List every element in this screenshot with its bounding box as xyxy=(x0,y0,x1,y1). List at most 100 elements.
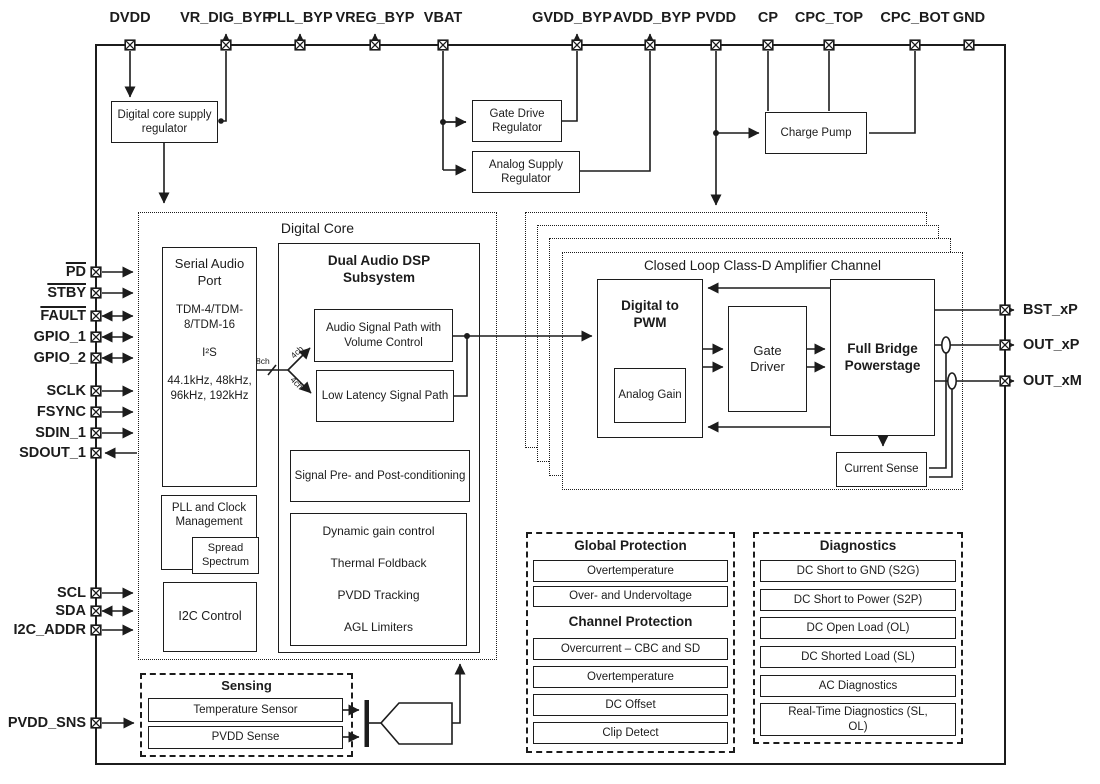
pin-label-cp: CP xyxy=(757,10,779,26)
diagnostics-row-realtime: Real-Time Diagnostics (SL, OL) xyxy=(760,703,956,736)
temperature-sensor-block: Temperature Sensor xyxy=(148,698,343,722)
sensing-title: Sensing xyxy=(221,678,272,693)
diagnostics-title: Diagnostics xyxy=(819,538,897,553)
pin-label-scl: SCL xyxy=(57,585,86,601)
diagnostics-row-label: AC Diagnostics xyxy=(818,679,898,692)
pin-label-gpio-1: GPIO_1 xyxy=(33,329,86,345)
dsp-feature-pvdd-tracking: PVDD Tracking xyxy=(337,588,420,603)
pin-label-i2c-addr: I2C_ADDR xyxy=(13,622,86,638)
protection-row-overtemperature-channel: Overtemperature xyxy=(533,666,728,688)
pin-label-vr-dig-byp: VR_DIG_BYP xyxy=(180,10,272,26)
pin-label-vreg-byp: VREG_BYP xyxy=(335,10,415,26)
serial-audio-port-formats: TDM-4/TDM-8/TDM-16 xyxy=(175,303,244,331)
bus-label-8ch: 8ch xyxy=(256,356,270,366)
current-sense-block: Current Sense xyxy=(836,452,927,487)
pin-label-dvdd: DVDD xyxy=(109,10,151,26)
digital-core-title: Digital Core xyxy=(280,220,355,236)
full-bridge-label: Full Bridge Powerstage xyxy=(844,340,921,373)
pin-label-pvdd: PVDD xyxy=(695,10,737,26)
adc-label: 8-bit ADC xyxy=(396,704,452,743)
diagnostics-row-label: DC Shorted Load (SL) xyxy=(801,650,915,663)
protection-row-over-undervoltage: Over- and Undervoltage xyxy=(533,586,728,607)
digital-to-pwm-label: Digital to PWM xyxy=(621,298,679,330)
dsp-feature-dynamic-gain: Dynamic gain control xyxy=(322,523,435,538)
digital-core-supply-regulator-block: Digital core supply regulator xyxy=(111,101,218,143)
signal-conditioning-block: Signal Pre- and Post-conditioning xyxy=(290,450,470,502)
pvdd-sense-block: PVDD Sense xyxy=(148,726,343,749)
diagnostics-row-label: DC Short to Power (S2P) xyxy=(793,593,923,606)
spread-spectrum-label: Spread Spectrum xyxy=(201,541,250,568)
global-protection-title: Global Protection xyxy=(574,538,687,553)
diagnostics-row-sl: DC Shorted Load (SL) xyxy=(760,646,956,668)
channel-title: Closed Loop Class-D Amplifier Channel xyxy=(643,258,882,273)
spread-spectrum-block: Spread Spectrum xyxy=(192,537,259,574)
protection-row-label: DC Offset xyxy=(605,698,656,711)
pin-label-sda: SDA xyxy=(55,603,86,619)
pin-label-fsync: FSYNC xyxy=(36,404,86,420)
serial-audio-port-interface: I²S xyxy=(202,346,217,359)
current-sense-label: Current Sense xyxy=(844,463,919,476)
pvdd-sense-label: PVDD Sense xyxy=(211,731,280,744)
protection-row-overtemperature-global: Overtemperature xyxy=(533,560,728,582)
i2c-control-label: I2C Control xyxy=(178,609,242,624)
pin-label-gpio-2: GPIO_2 xyxy=(33,350,86,366)
diagnostics-row-ac: AC Diagnostics xyxy=(760,675,956,697)
analog-gain-block: Analog Gain xyxy=(614,368,686,423)
protection-row-dc-offset: DC Offset xyxy=(533,694,728,716)
protection-row-label: Overtemperature xyxy=(587,670,674,683)
dsp-subsystem-title: Dual Audio DSP Subsystem xyxy=(327,253,431,285)
gate-driver-label: Gate Driver xyxy=(750,342,785,374)
pin-label-sdout-1: SDOUT_1 xyxy=(19,445,86,461)
digital-core-supply-regulator-label: Digital core supply regulator xyxy=(117,108,212,135)
signal-conditioning-label: Signal Pre- and Post-conditioning xyxy=(294,469,466,482)
charge-pump-block: Charge Pump xyxy=(765,112,867,154)
protection-row-label: Overcurrent – CBC and SD xyxy=(560,642,701,655)
adc-text: 8-bit ADC xyxy=(398,716,450,731)
low-latency-path-block: Low Latency Signal Path xyxy=(316,370,454,422)
pin-label-cpc-bot: CPC_BOT xyxy=(880,10,950,26)
diagnostics-row-s2p: DC Short to Power (S2P) xyxy=(760,589,956,611)
chip-boundary xyxy=(95,44,1006,765)
pin-label-out-xm: OUT_xM xyxy=(1023,373,1082,389)
audio-signal-path-block: Audio Signal Path with Volume Control xyxy=(314,309,453,362)
pin-label-bst-xp: BST_xP xyxy=(1023,302,1078,318)
i2c-control-block: I2C Control xyxy=(163,582,257,652)
serial-audio-port-sample-rates: 44.1kHz, 48kHz, 96kHz, 192kHz xyxy=(167,374,252,402)
pin-label-gvdd-byp: GVDD_BYP xyxy=(532,10,612,26)
pin-label-stby: STBY xyxy=(47,285,86,301)
protection-row-clip-detect: Clip Detect xyxy=(533,722,728,744)
dsp-feature-thermal-foldback: Thermal Foldback xyxy=(330,555,427,570)
analog-gain-label: Analog Gain xyxy=(618,389,682,402)
gate-drive-regulator-block: Gate Drive Regulator xyxy=(472,100,562,142)
serial-audio-port-title: Serial Audio Port xyxy=(174,256,245,288)
pin-label-vbat: VBAT xyxy=(423,10,463,26)
diagnostics-row-label: Real-Time Diagnostics (SL, OL) xyxy=(788,706,928,733)
audio-signal-path-label: Audio Signal Path with Volume Control xyxy=(325,322,442,349)
pin-label-gnd: GND xyxy=(952,10,986,26)
protection-row-label: Overtemperature xyxy=(587,564,674,577)
protection-row-label: Clip Detect xyxy=(602,726,659,739)
gate-driver-block: Gate Driver xyxy=(728,306,807,412)
pin-label-pvdd-sns: PVDD_SNS xyxy=(7,715,86,731)
diagnostics-row-label: DC Open Load (OL) xyxy=(806,621,910,634)
diagnostics-row-ol: DC Open Load (OL) xyxy=(760,617,956,639)
serial-audio-port-block: Serial Audio Port TDM-4/TDM-8/TDM-16 I²S… xyxy=(162,247,257,487)
pin-label-cpc-top: CPC_TOP xyxy=(794,10,864,26)
dsp-feature-agl-limiters: AGL Limiters xyxy=(344,620,413,635)
pin-label-avdd-byp: AVDD_BYP xyxy=(613,10,691,26)
pll-clock-management-label: PLL and Clock Management xyxy=(171,502,247,529)
pin-label-sdin-1: SDIN_1 xyxy=(35,425,86,441)
analog-supply-regulator-label: Analog Supply Regulator xyxy=(488,158,564,185)
low-latency-path-label: Low Latency Signal Path xyxy=(321,389,449,402)
protection-row-label: Over- and Undervoltage xyxy=(569,590,692,603)
channel-protection-title: Channel Protection xyxy=(568,614,693,629)
diagnostics-row-label: DC Short to GND (S2G) xyxy=(796,564,920,577)
diagnostics-row-s2g: DC Short to GND (S2G) xyxy=(760,560,956,582)
full-bridge-block: Full Bridge Powerstage xyxy=(830,279,935,436)
analog-supply-regulator-block: Analog Supply Regulator xyxy=(472,151,580,193)
gate-drive-regulator-label: Gate Drive Regulator xyxy=(489,107,545,134)
pin-label-pd: PD xyxy=(65,264,86,280)
pin-label-sclk: SCLK xyxy=(46,383,86,399)
pin-label-fault: FAULT xyxy=(40,308,86,324)
